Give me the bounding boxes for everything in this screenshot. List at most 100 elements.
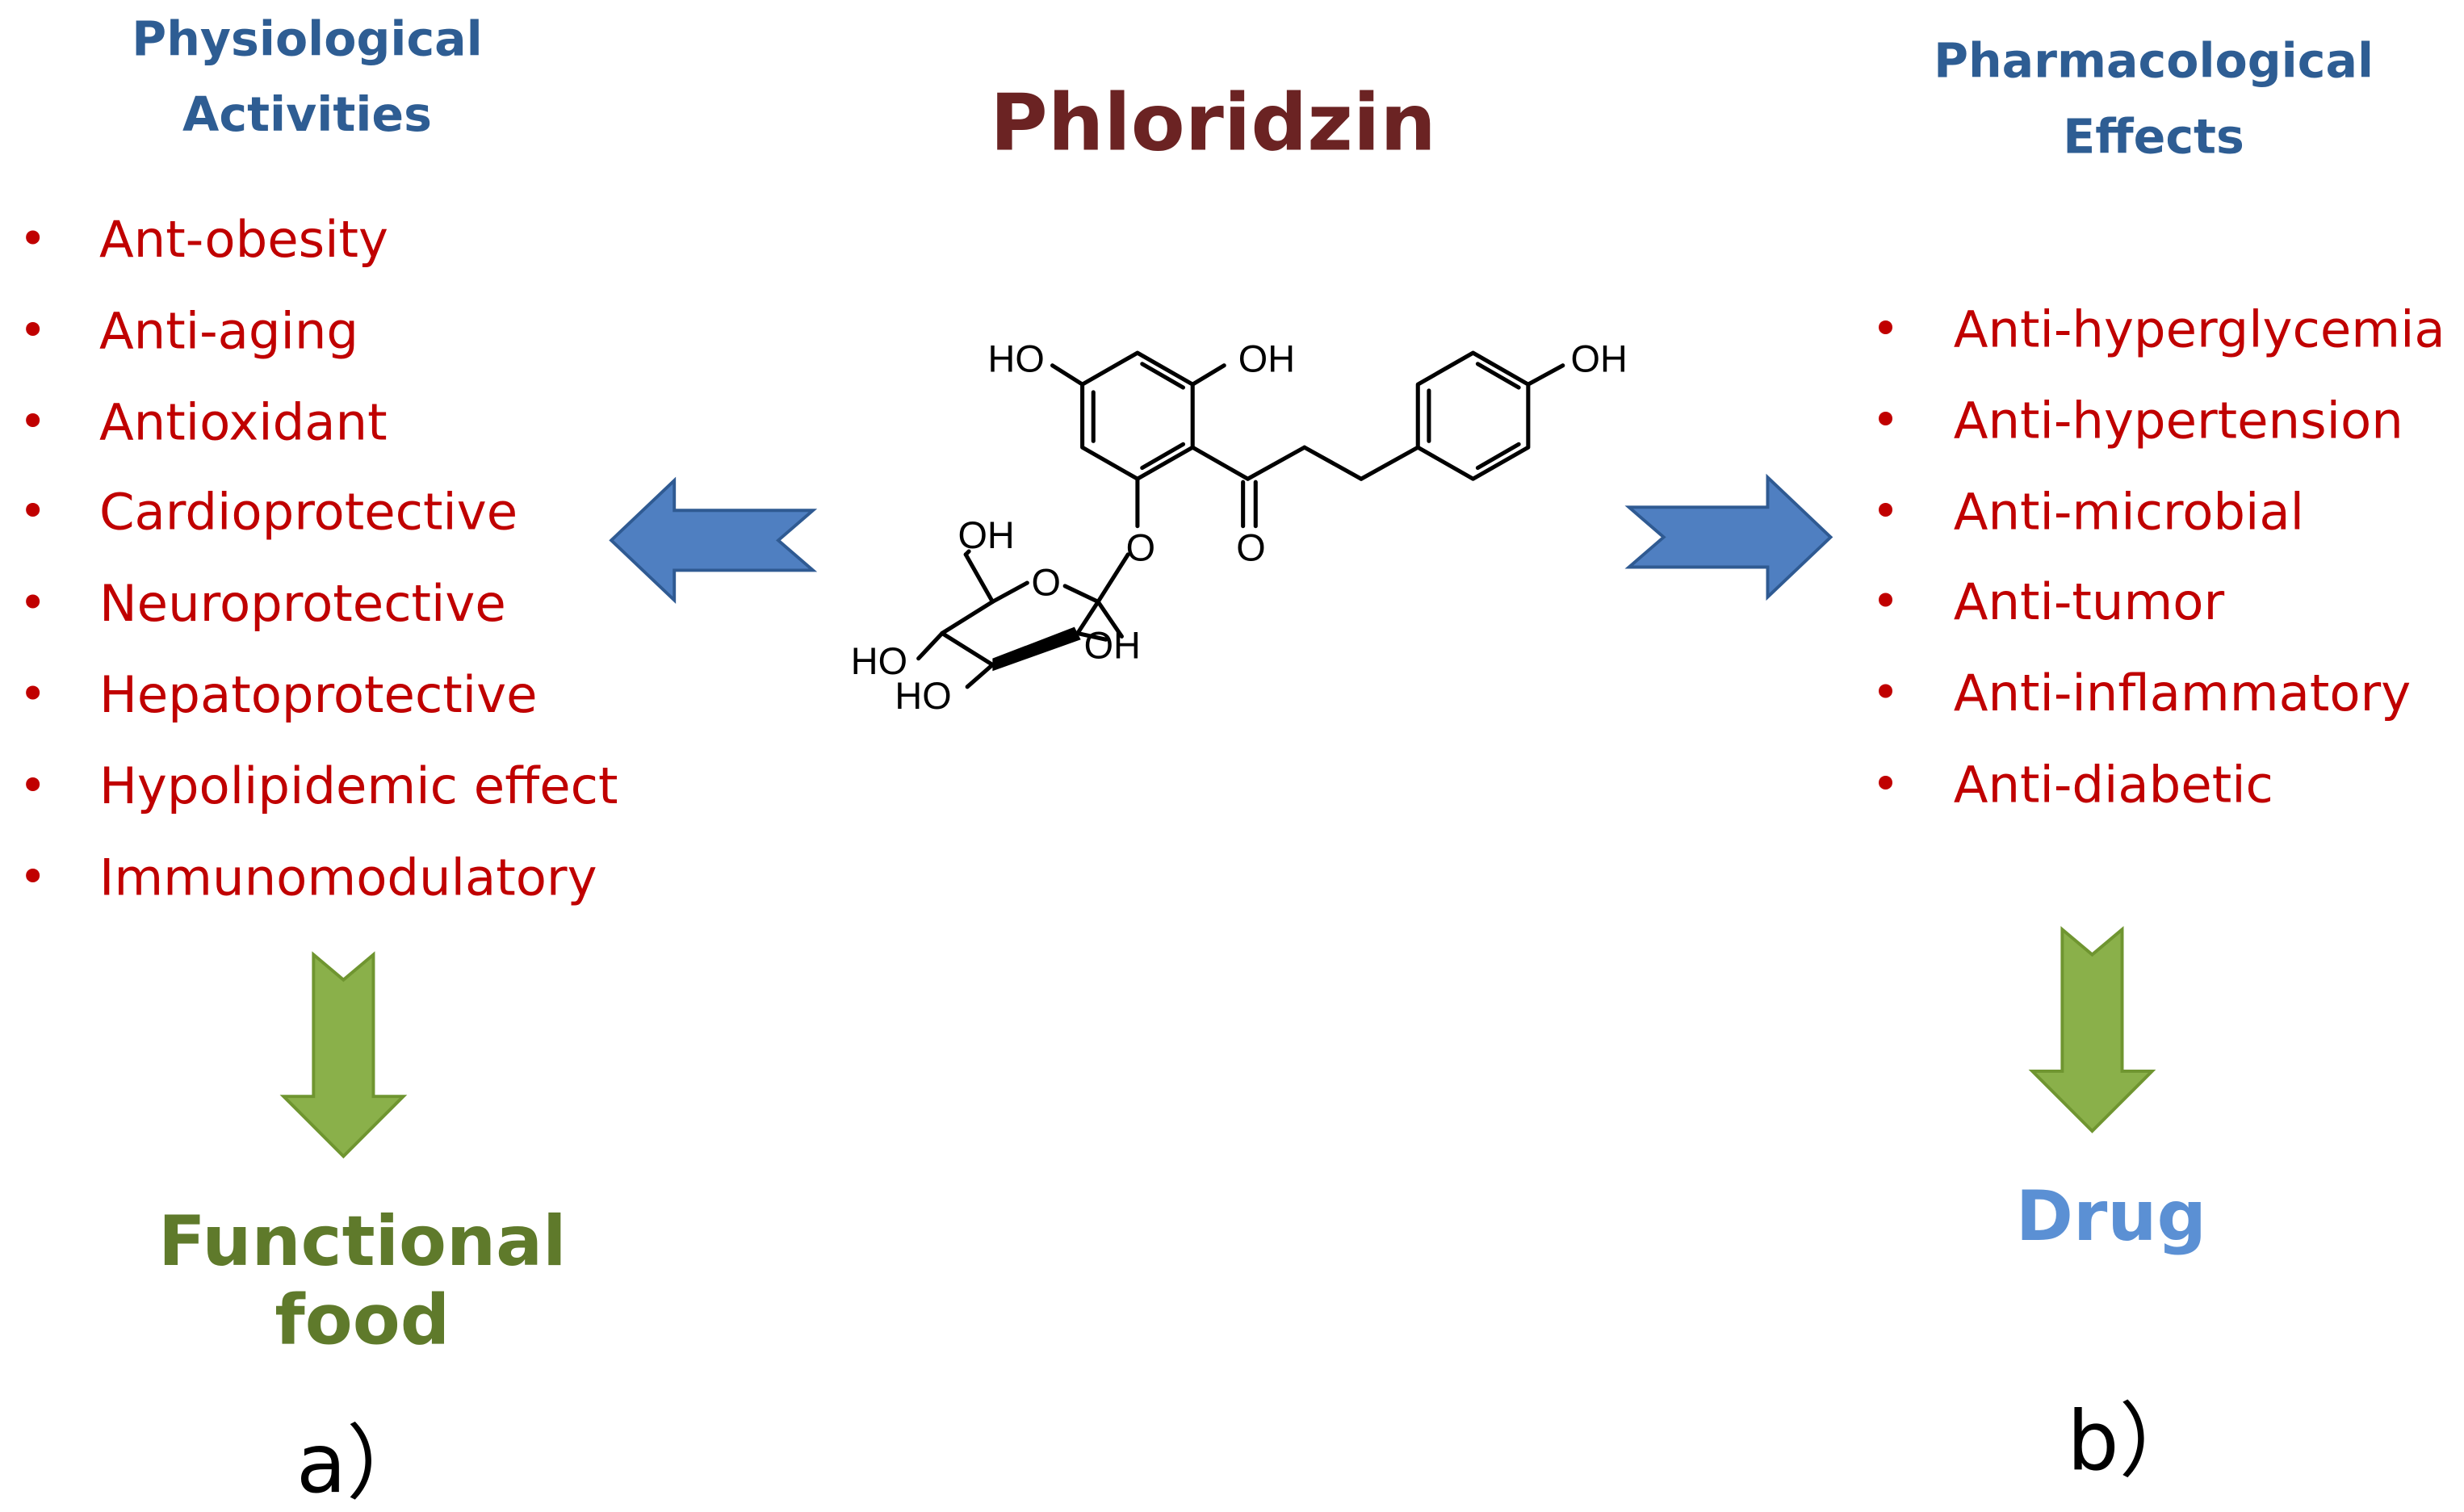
list-item: • Immunomodulatory — [19, 832, 681, 924]
bullet-icon: • — [19, 576, 47, 632]
left-heading: Physiological Activities — [63, 3, 551, 154]
bond — [1096, 552, 1130, 604]
bond — [1075, 599, 1100, 635]
atom-label: O — [1126, 527, 1155, 569]
list-item: • Anti-microbial — [1871, 467, 2464, 559]
atom-label: HO — [895, 675, 951, 717]
bond — [1140, 362, 1186, 390]
bond — [1050, 363, 1085, 387]
atom-label: OH — [1238, 338, 1295, 380]
bullet-icon: • — [1871, 393, 1900, 449]
list-item: • Hypolipidemic effect — [19, 742, 681, 833]
list-item-label: Immunomodulatory — [98, 847, 597, 907]
bond — [940, 630, 995, 668]
phloridzin-structure: HO OH OH O O OH O OH HO HO — [851, 338, 1628, 718]
bond — [1526, 363, 1565, 387]
bond — [1096, 599, 1124, 639]
atom-label: HO — [851, 640, 907, 682]
bullet-icon: • — [1871, 302, 1900, 358]
list-item: • Anti-inflammatory — [1871, 649, 2464, 740]
left-heading-line: Physiological — [132, 12, 483, 68]
list-item-label: Anti-inflammatory — [1953, 663, 2412, 724]
bullet-icon: • — [19, 849, 47, 906]
list-item: • Hepatoprotective — [19, 651, 681, 742]
bullet-icon: • — [19, 395, 47, 450]
bond — [1475, 442, 1521, 471]
outcome-line: Drug — [2015, 1176, 2206, 1258]
list-item-label: Hypolipidemic effect — [98, 756, 618, 816]
bond — [1190, 363, 1226, 387]
list-item: • Anti-hypertension — [1871, 376, 2464, 467]
list-item-label: Cardioprotective — [98, 482, 518, 543]
list-item-label: Neuroprotective — [98, 573, 506, 634]
bullet-icon: • — [1871, 666, 1900, 722]
bond — [963, 552, 995, 604]
list-item-label: Hepatoprotective — [98, 664, 538, 725]
left-heading-line: Activities — [182, 88, 432, 144]
list-item: • Neuroprotective — [19, 559, 681, 651]
bond — [916, 630, 945, 661]
list-item: • Anti-tumor — [1871, 559, 2464, 650]
list-item-label: Antioxidant — [98, 392, 388, 452]
bond — [1190, 445, 1251, 481]
list-item: • Cardioprotective — [19, 468, 681, 559]
list-item: • Anti-diabetic — [1871, 740, 2464, 831]
bond — [1245, 445, 1307, 481]
list-item: • Ant-obesity — [19, 195, 681, 287]
right-heading: Pharmacological Effects — [1909, 25, 2398, 176]
list-item-label: Anti-hyperglycemia — [1953, 299, 2445, 359]
bullet-icon: • — [19, 212, 47, 268]
arrow-left-icon — [609, 476, 818, 605]
bond — [1080, 350, 1195, 481]
bond — [963, 549, 971, 557]
outcome-line: food — [274, 1280, 450, 1362]
panel-b-label: b） — [2067, 1395, 2202, 1491]
arrow-right-icon — [1624, 473, 1833, 601]
bond — [940, 599, 995, 635]
bullet-icon: • — [1871, 484, 1900, 540]
bond — [990, 580, 1029, 604]
panel-a-label: a） — [295, 1418, 429, 1512]
bond — [1415, 350, 1531, 481]
bullet-icon: • — [1871, 757, 1900, 813]
arrow-down-icon — [2028, 926, 2156, 1133]
list-item: • Anti-aging — [19, 287, 681, 378]
bond — [1475, 362, 1521, 390]
atom-label: HO — [988, 338, 1045, 380]
right-heading-line: Effects — [2063, 110, 2244, 165]
physiological-activities-list: • Ant-obesity • Anti-aging • Antioxidant • C… — [19, 195, 681, 924]
bond — [1140, 442, 1186, 471]
bond — [1359, 445, 1420, 481]
list-item-label: Anti-hypertension — [1953, 390, 2403, 450]
bullet-icon: • — [19, 485, 47, 542]
atom-label: OH — [958, 514, 1014, 556]
bullet-icon: • — [1871, 576, 1900, 631]
bond — [1062, 584, 1100, 604]
bond — [965, 662, 995, 689]
atom-label: O — [1236, 527, 1265, 569]
atom-label: O — [1032, 562, 1061, 604]
wedge-bond — [992, 626, 1081, 672]
bullet-icon: • — [19, 759, 47, 815]
list-item-label: Ant-obesity — [98, 209, 388, 270]
bond — [1302, 445, 1364, 481]
list-item: • Antioxidant — [19, 378, 681, 469]
bond — [1075, 630, 1108, 642]
page-title: Phloridzin — [990, 77, 1436, 169]
list-item-label: Anti-aging — [98, 300, 359, 361]
drug-label: Drug — [1906, 1176, 2315, 1258]
pharmacological-effects-list: • Anti-hyperglycemia • Anti-hypertension •… — [1871, 285, 2464, 831]
list-item-label: Anti-tumor — [1953, 572, 2225, 633]
bullet-icon: • — [19, 304, 47, 359]
arrow-down-icon — [279, 951, 408, 1159]
list-item-label: Anti-diabetic — [1953, 754, 2273, 815]
right-heading-line: Pharmacological — [1934, 34, 2374, 90]
functional-food-label: Functional food — [126, 1201, 598, 1362]
list-item-label: Anti-microbial — [1953, 481, 2305, 542]
bullet-icon: • — [19, 668, 47, 723]
atom-label: OH — [1084, 625, 1141, 667]
outcome-line: Functional — [158, 1201, 567, 1283]
atom-label: OH — [1571, 338, 1628, 380]
list-item: • Anti-hyperglycemia — [1871, 285, 2464, 376]
